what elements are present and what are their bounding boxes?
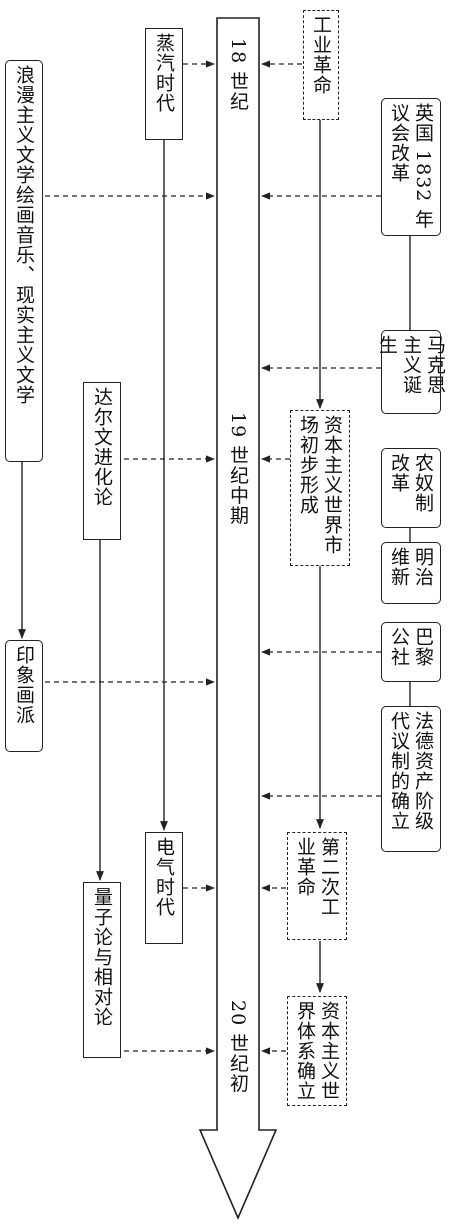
box-industrial-revolution: 工业革命 [303,10,339,120]
timeline-label-19th-mid: 19 世纪中期 [227,412,249,526]
box-britain-reform: 英国 1832 年议会改革 [381,98,441,236]
timeline-arrow [198,17,278,1221]
box-electric-age: 电气时代 [145,832,183,944]
box-meiji: 明治维新 [381,542,441,604]
box-steam-age: 蒸汽时代 [145,28,183,140]
timeline-label-20th: 20 世纪初 [227,1000,249,1094]
box-romanticism: 浪漫主义文学绘画音乐、现实主义文学 [5,60,43,462]
box-serfdom-reform: 农奴制改革 [381,448,441,528]
box-second-industrial: 第二次工业革命 [287,832,347,940]
box-impressionism: 印象画派 [5,640,43,752]
timeline-label-18th: 18 世纪 [227,38,249,112]
box-world-market: 资本主义世界市场初步形成 [290,410,350,566]
box-marxism: 马克思主义诞生 [376,330,446,414]
box-quantum: 量子论与相对论 [83,882,121,1058]
box-paris-commune: 巴黎公社 [381,622,441,682]
box-world-system: 资本主义世界体系确立 [287,996,347,1106]
box-france-germany: 法德资产阶级代议制的确立 [381,706,441,852]
box-darwin: 达尔文进化论 [83,382,121,540]
